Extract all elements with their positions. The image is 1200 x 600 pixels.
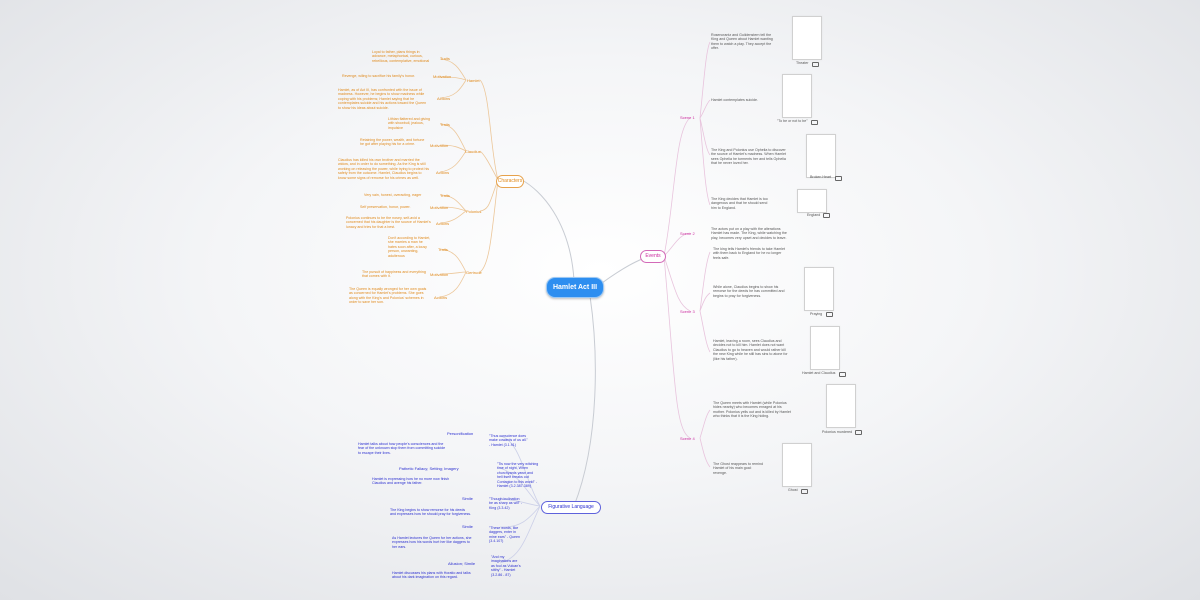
england-image bbox=[797, 189, 827, 213]
figurative-5-desc: Hamlet discusses his plans with Horatio … bbox=[392, 571, 471, 580]
polonius-node[interactable]: Polonius bbox=[466, 209, 482, 214]
scene-2-event-1: The actors put on a play with the altera… bbox=[711, 227, 787, 240]
ghost-caption: Ghost bbox=[788, 488, 798, 492]
hamlet-traits-text: Loyal to father, plans things in advance… bbox=[372, 50, 430, 63]
hamlet-claudius-image bbox=[810, 326, 840, 370]
image-icon[interactable] bbox=[801, 489, 808, 494]
claudius-actions-label[interactable]: Actions bbox=[436, 170, 450, 175]
figurative-4-quote: "These words, like daggers, enter in min… bbox=[489, 526, 521, 544]
image-icon[interactable] bbox=[835, 176, 842, 181]
figurative-2-quote: "Tis now the very witching time of night… bbox=[497, 462, 539, 489]
hamlet-node[interactable]: Hamlet bbox=[467, 78, 480, 83]
hamlet-motivation-text: Revenge, wiling to sacrifice his family'… bbox=[342, 74, 415, 78]
ghost-image bbox=[782, 443, 812, 487]
claudius-traits-label[interactable]: Traits bbox=[440, 122, 450, 127]
central-topic[interactable]: Hamlet Act III bbox=[546, 277, 604, 298]
figurative-language-branch[interactable]: Figurative Language bbox=[541, 501, 601, 514]
figurative-3-quote: "Though inclination be as sharp as will"… bbox=[489, 497, 523, 510]
figurative-5-type[interactable]: Allusion; Simile bbox=[448, 561, 476, 566]
scene-1-event-1: Rosencrantz and Guildenstern tell the Ki… bbox=[711, 33, 773, 51]
claudius-node[interactable]: Claudius bbox=[465, 149, 481, 154]
gertrude-traits-text: Don't according to Hamlet, she marries a… bbox=[388, 236, 431, 258]
scene-4-event-2: The Ghost reappears to remind Hamlet of … bbox=[713, 462, 763, 475]
image-icon[interactable] bbox=[812, 62, 819, 67]
praying-caption: Praying bbox=[810, 312, 823, 316]
characters-branch[interactable]: Characters bbox=[496, 175, 524, 188]
scene-3-event-3: Hamlet, leaving a room, sees Claudius an… bbox=[713, 339, 788, 361]
to-be-caption: "To be or not to be" bbox=[777, 119, 808, 123]
image-icon[interactable] bbox=[855, 430, 862, 435]
figurative-3-desc: The King begins to show remorse for his … bbox=[390, 508, 472, 517]
scene-4-node[interactable]: Scene 4 bbox=[680, 436, 695, 441]
polonius-motivation-label[interactable]: Motivation bbox=[430, 205, 449, 210]
figurative-2-type[interactable]: Pathetic Fallacy; Setting; Imagery bbox=[399, 466, 459, 471]
hamlet-traits-label[interactable]: Traits bbox=[440, 56, 450, 61]
polonius-murdered-image bbox=[826, 384, 856, 428]
hamlet-actions-label[interactable]: Actions bbox=[437, 96, 451, 101]
polonius-traits-label[interactable]: Traits bbox=[440, 193, 450, 198]
gertrude-node[interactable]: Gertrude bbox=[466, 270, 482, 275]
england-caption: England bbox=[807, 213, 821, 217]
broken-heart-caption: Broken Heart bbox=[810, 175, 832, 179]
polonius-murdered-caption: Polonius murdered bbox=[822, 430, 853, 434]
figurative-4-type[interactable]: Simile bbox=[462, 524, 473, 529]
praying-image bbox=[804, 267, 834, 311]
polonius-actions-label[interactable]: Actions bbox=[436, 221, 450, 226]
broken-heart-image bbox=[806, 134, 836, 178]
scene-4-event-1: The Queen meets with Hamlet (while Polon… bbox=[713, 401, 791, 419]
image-icon[interactable] bbox=[811, 120, 818, 125]
claudius-motivation-label[interactable]: Motivation bbox=[430, 143, 449, 148]
gertrude-actions-label[interactable]: Actions bbox=[434, 295, 448, 300]
theater-caption: Theater bbox=[796, 61, 809, 65]
scene-1-node[interactable]: Scene 1 bbox=[680, 115, 695, 120]
gertrude-traits-label[interactable]: Traits bbox=[438, 247, 448, 252]
events-branch[interactable]: Events bbox=[640, 250, 666, 263]
figurative-3-type[interactable]: Simile bbox=[462, 496, 473, 501]
gertrude-motivation-label[interactable]: Motivation bbox=[430, 272, 449, 277]
hamlet-motivation-label[interactable]: Motivation bbox=[433, 74, 452, 79]
scene-1-event-2: Hamlet contemplates suicide. bbox=[711, 98, 758, 102]
scene-3-node[interactable]: Scene 3 bbox=[680, 309, 695, 314]
image-icon[interactable] bbox=[826, 312, 833, 317]
figurative-1-type[interactable]: Personification bbox=[447, 431, 474, 436]
figurative-2-desc: Hamlet is expressing how he no more now … bbox=[372, 477, 450, 486]
claudius-motivation-text: Retaining the power, wealth, and fortune… bbox=[360, 138, 425, 147]
gertrude-motivation-text: The pursuit of happiness and everything … bbox=[362, 270, 426, 279]
hamlet-actions-text: Hamlet, as of Act III, has confronted wi… bbox=[338, 88, 427, 110]
scene-2-node[interactable]: Scene 2 bbox=[680, 231, 695, 236]
scene-3-event-2: While alone, Claudius begins to show his… bbox=[713, 285, 785, 298]
figurative-4-desc: As Hamlet lectures the Queen for her act… bbox=[392, 536, 472, 549]
claudius-actions-text: Claudius has killed his own brother and … bbox=[338, 158, 430, 180]
polonius-actions-text: Polonius continues to be the nosey, self… bbox=[346, 216, 431, 229]
scene-3-event-1: The king tells Hamlet's friends to take … bbox=[713, 247, 785, 260]
to-be-image bbox=[782, 74, 812, 118]
theater-image bbox=[792, 16, 822, 60]
claudius-traits-text: Lithian flattered and giving with showbu… bbox=[388, 117, 430, 130]
figurative-1-desc: Hamlet talks about how people's conscien… bbox=[358, 442, 446, 455]
gertrude-actions-text: The Queen is equally wronged for her own… bbox=[349, 287, 427, 305]
polonius-traits-text: Very vain, honest, overacting, eager bbox=[364, 193, 422, 197]
image-icon[interactable] bbox=[839, 372, 846, 377]
figurative-5-quote: "And my imaginations are as foul as Vulc… bbox=[491, 555, 521, 577]
hamlet-claudius-caption: Hamlet and Claudius bbox=[802, 371, 836, 375]
polonius-motivation-text: Self preservation, honor, power. bbox=[360, 205, 411, 209]
scene-1-event-4: The King decides that Hamlet is too dang… bbox=[711, 197, 768, 210]
image-icon[interactable] bbox=[823, 213, 830, 218]
scene-1-event-3: The King and Polonius use Ophelia to dis… bbox=[711, 148, 786, 166]
figurative-1-quote: "Thus conscience does make cowards of us… bbox=[489, 434, 528, 447]
